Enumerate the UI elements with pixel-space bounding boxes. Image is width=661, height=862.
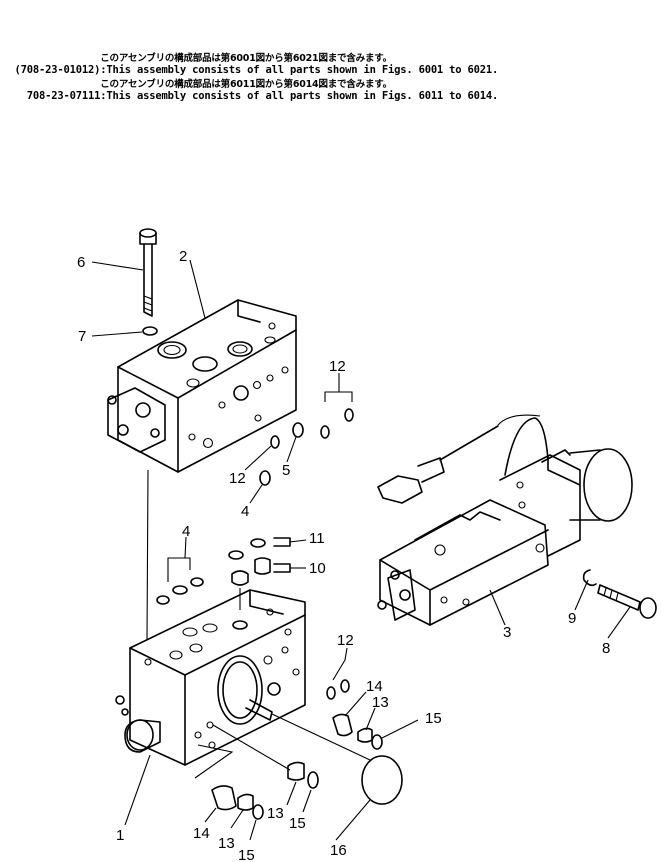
note-text-jp: このアセンブリの構成部品は第6001図から第6021図まで含みます。 bbox=[100, 53, 392, 64]
callout-12-lower: 12 bbox=[337, 632, 354, 649]
large-o-ring-part-16 bbox=[361, 755, 403, 805]
bolt-part-8 bbox=[597, 584, 657, 619]
plug-set-middle bbox=[287, 761, 319, 789]
assembly-note-en-2: 708-23-07111:This assembly consists of a… bbox=[0, 78, 499, 102]
guide-line-plug bbox=[212, 724, 291, 771]
callout-4-middle: 4 bbox=[182, 523, 190, 540]
callout-15-middle: 15 bbox=[289, 815, 306, 832]
lower-valve-block bbox=[115, 589, 306, 766]
callout-7: 7 bbox=[78, 328, 86, 345]
note-part-number: 708-23-07111 bbox=[26, 90, 101, 102]
callout-2: 2 bbox=[179, 248, 187, 265]
callout-13-bottom: 13 bbox=[218, 835, 235, 852]
callout-3: 3 bbox=[503, 624, 511, 641]
note-text-en: :This assembly consists of all parts sho… bbox=[100, 64, 499, 76]
callout-13-middle: 13 bbox=[267, 805, 284, 822]
guide-line-ring-16 bbox=[271, 713, 371, 761]
callout-5: 5 bbox=[282, 462, 290, 479]
callout-16: 16 bbox=[330, 842, 347, 859]
callout-15-right: 15 bbox=[425, 710, 442, 727]
callout-13-right: 13 bbox=[372, 694, 389, 711]
note-part-number: (708-23-01012) bbox=[14, 64, 101, 76]
bolt-part-6 bbox=[139, 228, 157, 317]
assembly-note-en-1: (708-23-01012):This assembly consists of… bbox=[0, 52, 499, 76]
callout-4-upper: 4 bbox=[241, 503, 249, 520]
washer-part-7 bbox=[142, 326, 158, 336]
callout-11: 11 bbox=[309, 530, 325, 547]
callout-15-bottom: 15 bbox=[238, 847, 255, 862]
o-ring-set-middle bbox=[156, 537, 291, 610]
callout-6: 6 bbox=[77, 254, 85, 271]
callout-14-bottom: 14 bbox=[193, 825, 210, 842]
snap-ring-part-9 bbox=[582, 569, 597, 587]
leader-lines bbox=[91, 259, 631, 841]
note-text-jp: このアセンブリの構成部品は第6011図から第6014図まで含みます。 bbox=[100, 79, 392, 90]
guide-line-bottom bbox=[194, 744, 234, 779]
callout-12-upper: 12 bbox=[329, 358, 346, 375]
callout-8: 8 bbox=[602, 640, 610, 657]
callout-9: 9 bbox=[568, 610, 576, 627]
plug-set-bottom bbox=[211, 785, 264, 820]
upper-valve-block bbox=[107, 299, 297, 473]
callout-10: 10 bbox=[309, 560, 326, 577]
callout-1: 1 bbox=[116, 827, 124, 844]
assembly-note-jp-2: このアセンブリの構成部品は第6011図から第6014図まで含みます。 bbox=[0, 66, 392, 91]
solenoid-valve-assembly bbox=[377, 414, 633, 626]
o-ring-set-upper bbox=[259, 391, 354, 486]
callout-14-right: 14 bbox=[366, 678, 383, 695]
assembly-guide-line bbox=[146, 469, 149, 641]
plug-set-right bbox=[326, 659, 383, 750]
callout-numbers: 6 2 7 12 12 5 4 4 11 10 3 9 8 12 14 13 1… bbox=[77, 248, 610, 862]
assembly-note-jp-1: このアセンブリの構成部品は第6001図から第6021図まで含みます。 bbox=[0, 40, 392, 65]
callout-12-left: 12 bbox=[229, 470, 246, 487]
note-text-en: :This assembly consists of all parts sho… bbox=[100, 90, 499, 102]
